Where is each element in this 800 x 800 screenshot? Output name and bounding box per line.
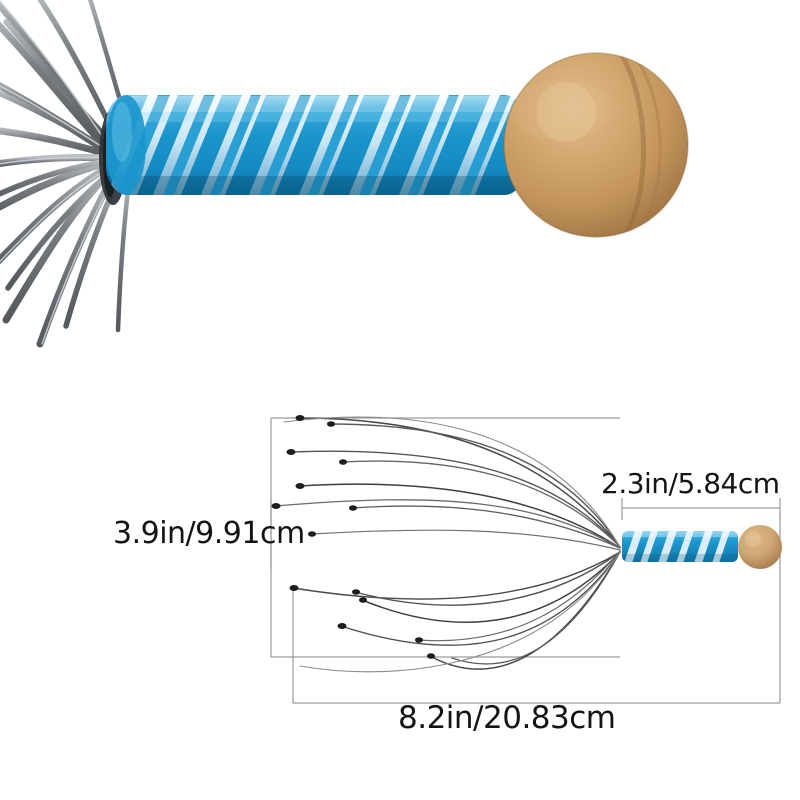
height-dimension-label: 3.9in/9.91cm bbox=[113, 516, 305, 551]
wire-tips-diagram bbox=[271, 415, 435, 659]
wooden-ball-knob-diagram bbox=[738, 525, 782, 569]
handle-photo bbox=[106, 95, 526, 195]
handle-diagram bbox=[622, 525, 782, 569]
handle-length-dimension-label: 2.3in/5.84cm bbox=[601, 467, 780, 500]
handle-guide-line bbox=[621, 498, 781, 520]
wire-tines-diagram bbox=[274, 416, 621, 673]
wooden-ball-knob bbox=[503, 52, 689, 238]
overall-length-dimension-label: 8.2in/20.83cm bbox=[398, 700, 616, 736]
